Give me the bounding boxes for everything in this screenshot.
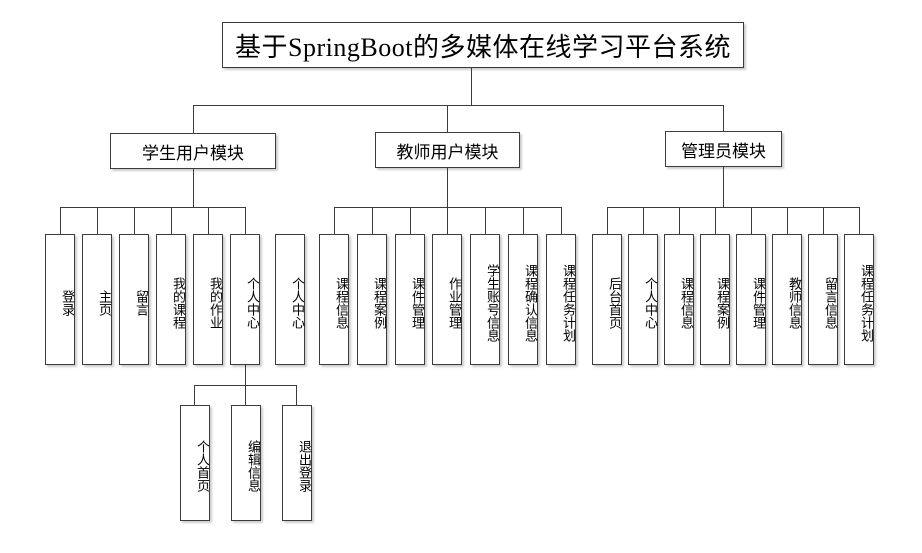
leaf-label: 个人首页 xyxy=(195,440,210,492)
leaf-box-student-gerenzhongxin[interactable]: 个人中心 xyxy=(230,234,260,365)
connector-teacher-drop-7 xyxy=(561,207,562,234)
leaf-box-teacher-kechengquerenxinxi[interactable]: 课程确认信息 xyxy=(508,234,538,365)
connector-student-drop-2 xyxy=(97,207,98,234)
module-label-student: 学生用户模块 xyxy=(142,143,244,163)
connector-title-stem xyxy=(471,68,472,106)
connector-student-drop-5 xyxy=(208,207,209,234)
leaf-label: 学生账号信息 xyxy=(485,263,500,342)
connector-top-drop-admin xyxy=(723,105,724,131)
connector-student-drop-6 xyxy=(245,207,246,234)
module-box-teacher[interactable]: 教师用户模块 xyxy=(375,132,520,168)
connector-teacher-drop-6 xyxy=(523,207,524,234)
leaf-box-admin-gerenzhongxin[interactable]: 个人中心 xyxy=(628,234,658,365)
leaf-box-admin-jiaoshixinxi[interactable]: 教师信息 xyxy=(772,234,802,365)
connector-admin-drop-5 xyxy=(751,207,752,234)
leaf-label: 个人中心 xyxy=(245,276,260,329)
leaf-label: 留言信息 xyxy=(823,276,838,329)
leaf-label: 个人中心 xyxy=(290,276,305,329)
connector-student-drop-3 xyxy=(134,207,135,234)
leaf-label: 课程任务计划 xyxy=(561,263,576,342)
leaf-box-teacher-kejianguanli[interactable]: 课件管理 xyxy=(395,234,425,365)
connector-admin-drop-2 xyxy=(643,207,644,234)
leaf-box-admin-kejianguanli[interactable]: 课件管理 xyxy=(736,234,766,365)
connector-admin-bus xyxy=(607,207,860,208)
leaf-box-admin-kechengrenwujihua[interactable]: 课程任务计划 xyxy=(844,234,874,365)
leaf-label: 留言 xyxy=(134,289,149,316)
connector-admin-drop-7 xyxy=(823,207,824,234)
connector-student-drop-4 xyxy=(171,207,172,234)
module-label-teacher: 教师用户模块 xyxy=(396,142,499,162)
leaf-box-teacher-kechengxinxi[interactable]: 课程信息 xyxy=(319,234,349,365)
leaf-box-student-wodezuoye[interactable]: 我的作业 xyxy=(193,234,223,365)
leaf-box-student-wodekecheng[interactable]: 我的课程 xyxy=(156,234,186,365)
leaf-label: 退出登录 xyxy=(297,440,312,492)
leaf-label: 登录 xyxy=(60,289,75,316)
connector-subtree-stem xyxy=(245,365,246,385)
diagram-title-text: 基于SpringBoot的多媒体在线学习平台系统 xyxy=(235,32,731,62)
leaf-label: 编辑信息 xyxy=(246,440,261,492)
leaf-label: 课件管理 xyxy=(410,276,425,329)
connector-admin-drop-3 xyxy=(679,207,680,234)
leaf-box-sub-gerenshouye[interactable]: 个人首页 xyxy=(180,405,210,521)
leaf-label: 我的作业 xyxy=(208,276,223,329)
leaf-box-admin-houtaishouye[interactable]: 后台首页 xyxy=(592,234,622,365)
leaf-box-teacher-xueshengzhanghaoxinxi[interactable]: 学生账号信息 xyxy=(470,234,500,365)
leaf-label: 课程确认信息 xyxy=(523,263,538,342)
module-box-student[interactable]: 学生用户模块 xyxy=(110,133,276,169)
leaf-label: 课程任务计划 xyxy=(859,263,874,342)
leaf-box-teacher-kechengrenwujihua[interactable]: 课程任务计划 xyxy=(546,234,576,365)
module-box-admin[interactable]: 管理员模块 xyxy=(665,131,782,167)
connector-teacher-drop-3 xyxy=(410,207,411,234)
connector-subtree-drop-1 xyxy=(194,385,195,405)
connector-student-bus xyxy=(60,207,246,208)
leaf-box-student-zhuye[interactable]: 主页 xyxy=(82,234,112,365)
diagram-title-box: 基于SpringBoot的多媒体在线学习平台系统 xyxy=(222,22,744,68)
connector-top-bus xyxy=(193,105,724,106)
connector-admin-drop-6 xyxy=(787,207,788,234)
leaf-label: 主页 xyxy=(97,289,112,316)
leaf-box-sub-bianjixinxi[interactable]: 编辑信息 xyxy=(231,405,261,521)
connector-student-drop-1 xyxy=(60,207,61,234)
connector-subtree-drop-3 xyxy=(296,385,297,405)
connector-teacher-drop-4 xyxy=(447,207,448,234)
connector-admin-drop-8 xyxy=(859,207,860,234)
connector-student-stem xyxy=(193,169,194,207)
leaf-label: 作业管理 xyxy=(447,276,462,329)
connector-top-drop-teacher xyxy=(447,105,448,132)
leaf-label: 课程案例 xyxy=(715,276,730,329)
leaf-label: 课程信息 xyxy=(334,276,349,329)
leaf-label: 后台首页 xyxy=(607,276,622,329)
leaf-box-admin-kechenganli[interactable]: 课程案例 xyxy=(700,234,730,365)
leaf-label: 课程案例 xyxy=(372,276,387,329)
connector-subtree-drop-2 xyxy=(245,385,246,405)
connector-top-drop-student xyxy=(193,105,194,133)
leaf-box-teacher-zuoyeguanli[interactable]: 作业管理 xyxy=(432,234,462,365)
leaf-box-teacher-kechenganli[interactable]: 课程案例 xyxy=(357,234,387,365)
connector-teacher-drop-2 xyxy=(372,207,373,234)
leaf-label: 课程信息 xyxy=(679,276,694,329)
connector-teacher-drop-1 xyxy=(334,207,335,234)
connector-admin-drop-4 xyxy=(715,207,716,234)
leaf-box-sub-tuichudenglu[interactable]: 退出登录 xyxy=(282,405,312,521)
leaf-label: 课件管理 xyxy=(751,276,766,329)
connector-teacher-drop-5 xyxy=(485,207,486,234)
leaf-box-student-gerenzhongxin-2[interactable]: 个人中心 xyxy=(275,234,305,365)
leaf-box-student-denglu[interactable]: 登录 xyxy=(45,234,75,365)
connector-admin-drop-1 xyxy=(607,207,608,234)
leaf-label: 个人中心 xyxy=(643,276,658,329)
leaf-label: 我的课程 xyxy=(171,276,186,329)
connector-teacher-stem xyxy=(447,168,448,207)
leaf-label: 教师信息 xyxy=(787,276,802,329)
connector-admin-stem xyxy=(723,167,724,207)
leaf-box-admin-kechengxinxi[interactable]: 课程信息 xyxy=(664,234,694,365)
leaf-box-admin-liuyanxinxi[interactable]: 留言信息 xyxy=(808,234,838,365)
module-label-admin: 管理员模块 xyxy=(681,141,766,161)
leaf-box-student-liuyan[interactable]: 留言 xyxy=(119,234,149,365)
